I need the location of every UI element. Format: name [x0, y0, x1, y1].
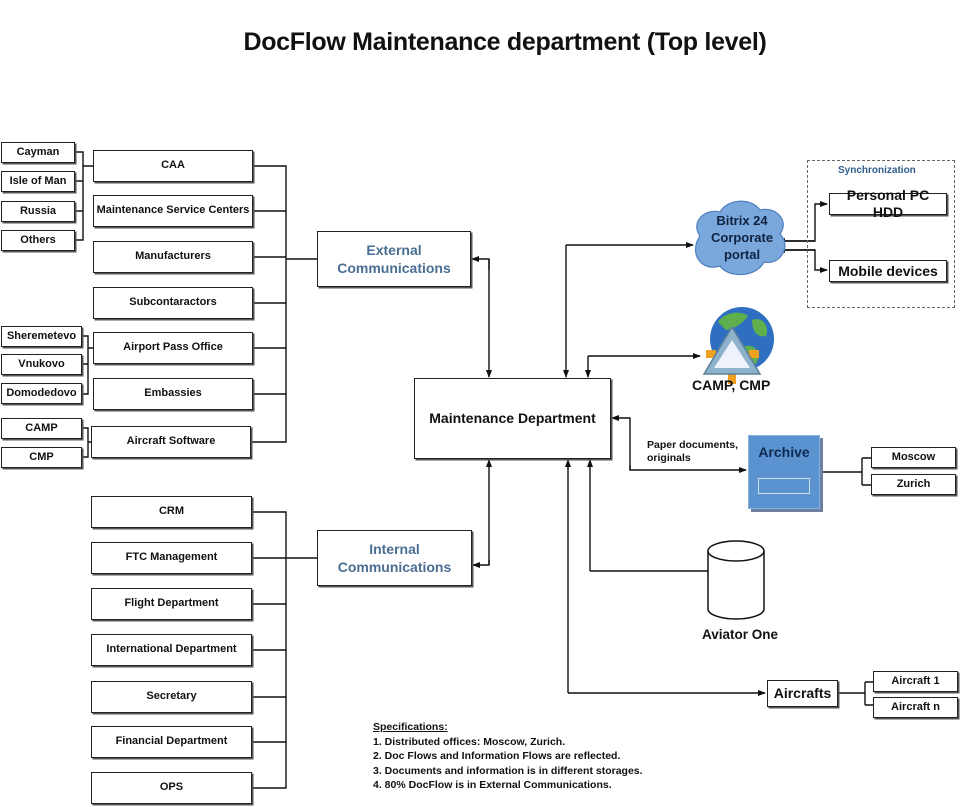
external-communications-box[interactable]: External Communications [317, 231, 471, 287]
external-group-manufacturers[interactable]: Manufacturers [93, 241, 253, 273]
country-box[interactable]: Russia [1, 201, 75, 222]
archive-slot [758, 478, 810, 494]
internal-item[interactable]: Financial Department [91, 726, 252, 758]
archive-location-moscow[interactable]: Moscow [871, 447, 956, 468]
specifications-heading: Specifications: [373, 721, 448, 733]
country-box[interactable]: Cayman [1, 142, 75, 163]
diagram-title: DocFlow Maintenance department (Top leve… [243, 28, 767, 56]
software-box[interactable]: CMP [1, 447, 82, 468]
bitrix-line2: Corporate [710, 230, 774, 245]
flow-label-line1: Paper documents, [647, 439, 739, 451]
software-box[interactable]: CAMP [1, 418, 82, 439]
external-group-caa[interactable]: CAA [93, 150, 253, 182]
external-group-airport-pass[interactable]: Airport Pass Office [93, 332, 253, 364]
aircraft-item[interactable]: Aircraft 1 [873, 671, 958, 692]
globe-network-icon [702, 307, 774, 384]
internal-item[interactable]: Secretary [91, 681, 252, 713]
external-group-embassies[interactable]: Embassies [93, 378, 253, 410]
sync-target-mobile[interactable]: Mobile devices [829, 260, 947, 282]
internal-label-line1: Internal [369, 540, 420, 557]
archive-flow-label: Paper documents, originals [647, 439, 738, 465]
internal-label-line2: Communications [337, 559, 452, 575]
specification-item: 3. Documents and information is in diffe… [373, 764, 643, 777]
archive-location-zurich[interactable]: Zurich [871, 474, 956, 495]
internal-item[interactable]: Flight Department [91, 588, 252, 620]
bitrix-portal-label[interactable]: Bitrix 24 Corporate portal [700, 212, 784, 263]
archive-label: Archive [758, 444, 810, 460]
internal-item[interactable]: FTC Management [91, 542, 252, 574]
sync-target-personal-pc[interactable]: Personal PC HDD [829, 187, 947, 220]
internal-item[interactable]: OPS [91, 772, 252, 804]
specification-item: 4. 80% DocFlow is in External Communicat… [373, 779, 612, 791]
flow-label-line2: originals [647, 452, 691, 464]
maintenance-department-box[interactable]: Maintenance Department [414, 378, 611, 459]
internal-item[interactable]: CRM [91, 496, 252, 528]
airport-box[interactable]: Vnukovo [1, 354, 82, 375]
internal-item[interactable]: International Department [91, 634, 252, 666]
internal-communications-box[interactable]: Internal Communications [317, 530, 472, 586]
synchronization-title: Synchronization [838, 165, 916, 176]
bitrix-line1: Bitrix 24 [716, 213, 768, 228]
country-box[interactable]: Isle of Man [1, 171, 75, 192]
synchronization-frame [807, 160, 955, 308]
database-cylinder-icon [707, 540, 765, 620]
archive-box[interactable]: Archive [748, 435, 820, 509]
specification-item: 1. Distributed offices: Moscow, Zurich. [373, 735, 566, 748]
airport-box[interactable]: Sheremetevo [1, 326, 82, 347]
external-label-line2: Communications [337, 260, 451, 276]
bitrix-cloud-icon [694, 200, 786, 276]
external-group-subcontractors[interactable]: Subcontaractors [93, 287, 253, 319]
aircrafts-box[interactable]: Aircrafts [767, 680, 838, 707]
bitrix-line3: portal [723, 247, 761, 262]
specifications-block: Specifications: 1. Distributed offices: … [373, 720, 643, 793]
country-box[interactable]: Others [1, 230, 75, 251]
airport-box[interactable]: Domodedovo [1, 383, 82, 404]
camp-cmp-label: CAMP, CMP [692, 377, 771, 393]
aviator-one-label: Aviator One [702, 627, 779, 642]
specification-item: 2. Doc Flows and Information Flows are r… [373, 750, 621, 762]
external-group-msc[interactable]: Maintenance Service Centers [93, 195, 253, 227]
external-label-line1: External [366, 241, 422, 258]
external-group-aircraft-software[interactable]: Aircraft Software [91, 426, 251, 458]
aircraft-item[interactable]: Aircraft n [873, 697, 958, 718]
